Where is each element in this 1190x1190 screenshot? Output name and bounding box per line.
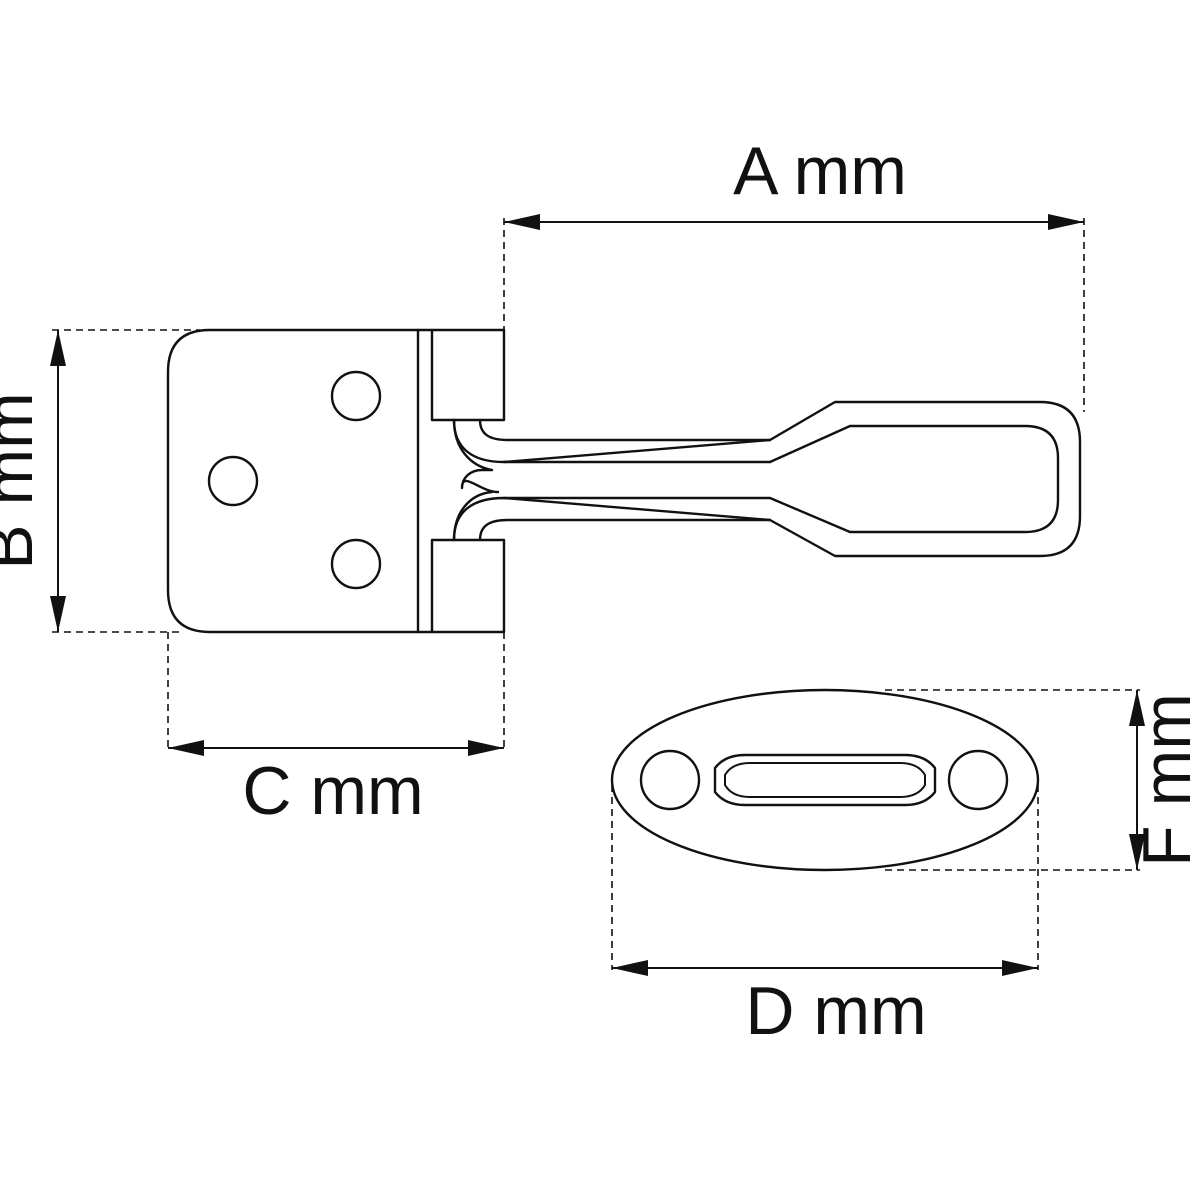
- staple-screw-hole: [947, 749, 1009, 811]
- dimension-a-label: A mm: [733, 133, 907, 209]
- dimension-d-arrow-right: [1002, 960, 1038, 976]
- staple-slot-outer: [713, 753, 937, 807]
- dimension-a: A mm: [503, 133, 1085, 412]
- hasp-knuckle-bottom: [430, 538, 506, 634]
- hasp-knuckle-top: [430, 328, 506, 422]
- hasp-wire-loop-inner: [502, 424, 1060, 534]
- staple-part: [610, 688, 1040, 872]
- hasp-part: [166, 328, 1082, 634]
- dimension-f-arrow-top: [1129, 690, 1145, 726]
- hasp-wire-loop-outer: [452, 400, 1082, 558]
- dimension-c-label: C mm: [242, 753, 423, 829]
- dimension-b: B mm: [0, 329, 200, 633]
- dimension-c-arrow-left: [168, 740, 204, 756]
- dimension-a-arrow-left: [504, 214, 540, 230]
- dimension-a-arrow-right: [1048, 214, 1084, 230]
- hasp-wire-loop-inner: [478, 418, 772, 442]
- dimension-b-arrow-bottom: [50, 596, 66, 632]
- hasp-screw-hole: [330, 370, 382, 422]
- staple-screw-hole: [639, 749, 701, 811]
- hasp-wire-loop-inner: [478, 518, 772, 542]
- dimension-c: C mm: [167, 632, 505, 829]
- dimension-f-arrow-bottom: [1129, 834, 1145, 870]
- staple-slot-inner: [724, 762, 926, 798]
- hasp-screw-hole: [330, 538, 382, 590]
- dimension-b-label: B mm: [0, 392, 47, 570]
- dimension-f-label: F mm: [1129, 693, 1190, 867]
- dimension-d-arrow-left: [612, 960, 648, 976]
- hasp-screw-hole: [207, 455, 259, 507]
- dimension-d-label: D mm: [745, 973, 926, 1049]
- dimension-c-arrow-right: [468, 740, 504, 756]
- dimension-f: F mm: [885, 689, 1190, 871]
- dimension-b-arrow-top: [50, 330, 66, 366]
- staple-plate: [610, 688, 1040, 872]
- hasp-plate: [166, 328, 434, 634]
- dimension-d: D mm: [611, 785, 1039, 1049]
